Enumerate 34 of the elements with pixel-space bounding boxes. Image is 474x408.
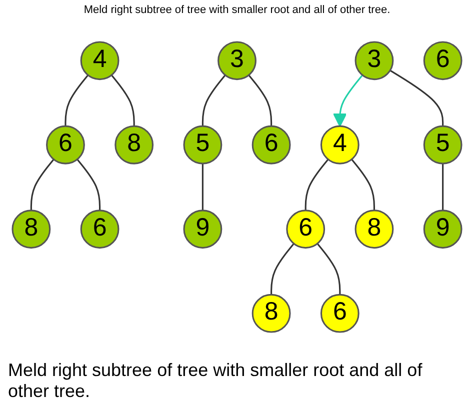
node-circle: 6 bbox=[320, 294, 360, 333]
caption-text: Meld right subtree of tree with smaller root and all of other tree. bbox=[8, 360, 424, 402]
connector bbox=[110, 74, 135, 126]
node-circle: 6 bbox=[252, 125, 291, 164]
node-circle: 6 bbox=[423, 41, 462, 80]
connector bbox=[270, 243, 294, 295]
node-circle: 8 bbox=[114, 125, 154, 164]
node-circle: 9 bbox=[183, 210, 222, 249]
node-circle: 6 bbox=[286, 210, 326, 249]
connector bbox=[248, 74, 272, 126]
connector bbox=[316, 243, 341, 295]
connector bbox=[442, 164, 444, 210]
node-circle: 5 bbox=[183, 125, 222, 164]
connector bbox=[202, 74, 226, 126]
node-circle: 6 bbox=[46, 125, 85, 164]
node-circle: 4 bbox=[320, 125, 360, 164]
node-circle: 3 bbox=[354, 41, 394, 80]
node-circle: 8 bbox=[354, 210, 394, 249]
connector bbox=[202, 164, 204, 210]
node-circle: 5 bbox=[423, 125, 462, 164]
node-circle: 8 bbox=[12, 210, 51, 249]
node-circle: 8 bbox=[252, 294, 291, 333]
connector bbox=[76, 158, 101, 210]
arrow bbox=[333, 74, 364, 127]
connector bbox=[64, 74, 89, 126]
connector bbox=[30, 158, 54, 210]
node-circle: 3 bbox=[218, 41, 256, 80]
node-circle: 9 bbox=[423, 210, 462, 249]
connector bbox=[304, 158, 329, 210]
note-text: Meld right subtree of tree with smaller root and all of other tree. bbox=[84, 4, 390, 16]
connector bbox=[351, 158, 375, 210]
connector bbox=[390, 70, 444, 126]
node-circle: 4 bbox=[80, 41, 120, 80]
node-circle: 6 bbox=[80, 210, 120, 249]
